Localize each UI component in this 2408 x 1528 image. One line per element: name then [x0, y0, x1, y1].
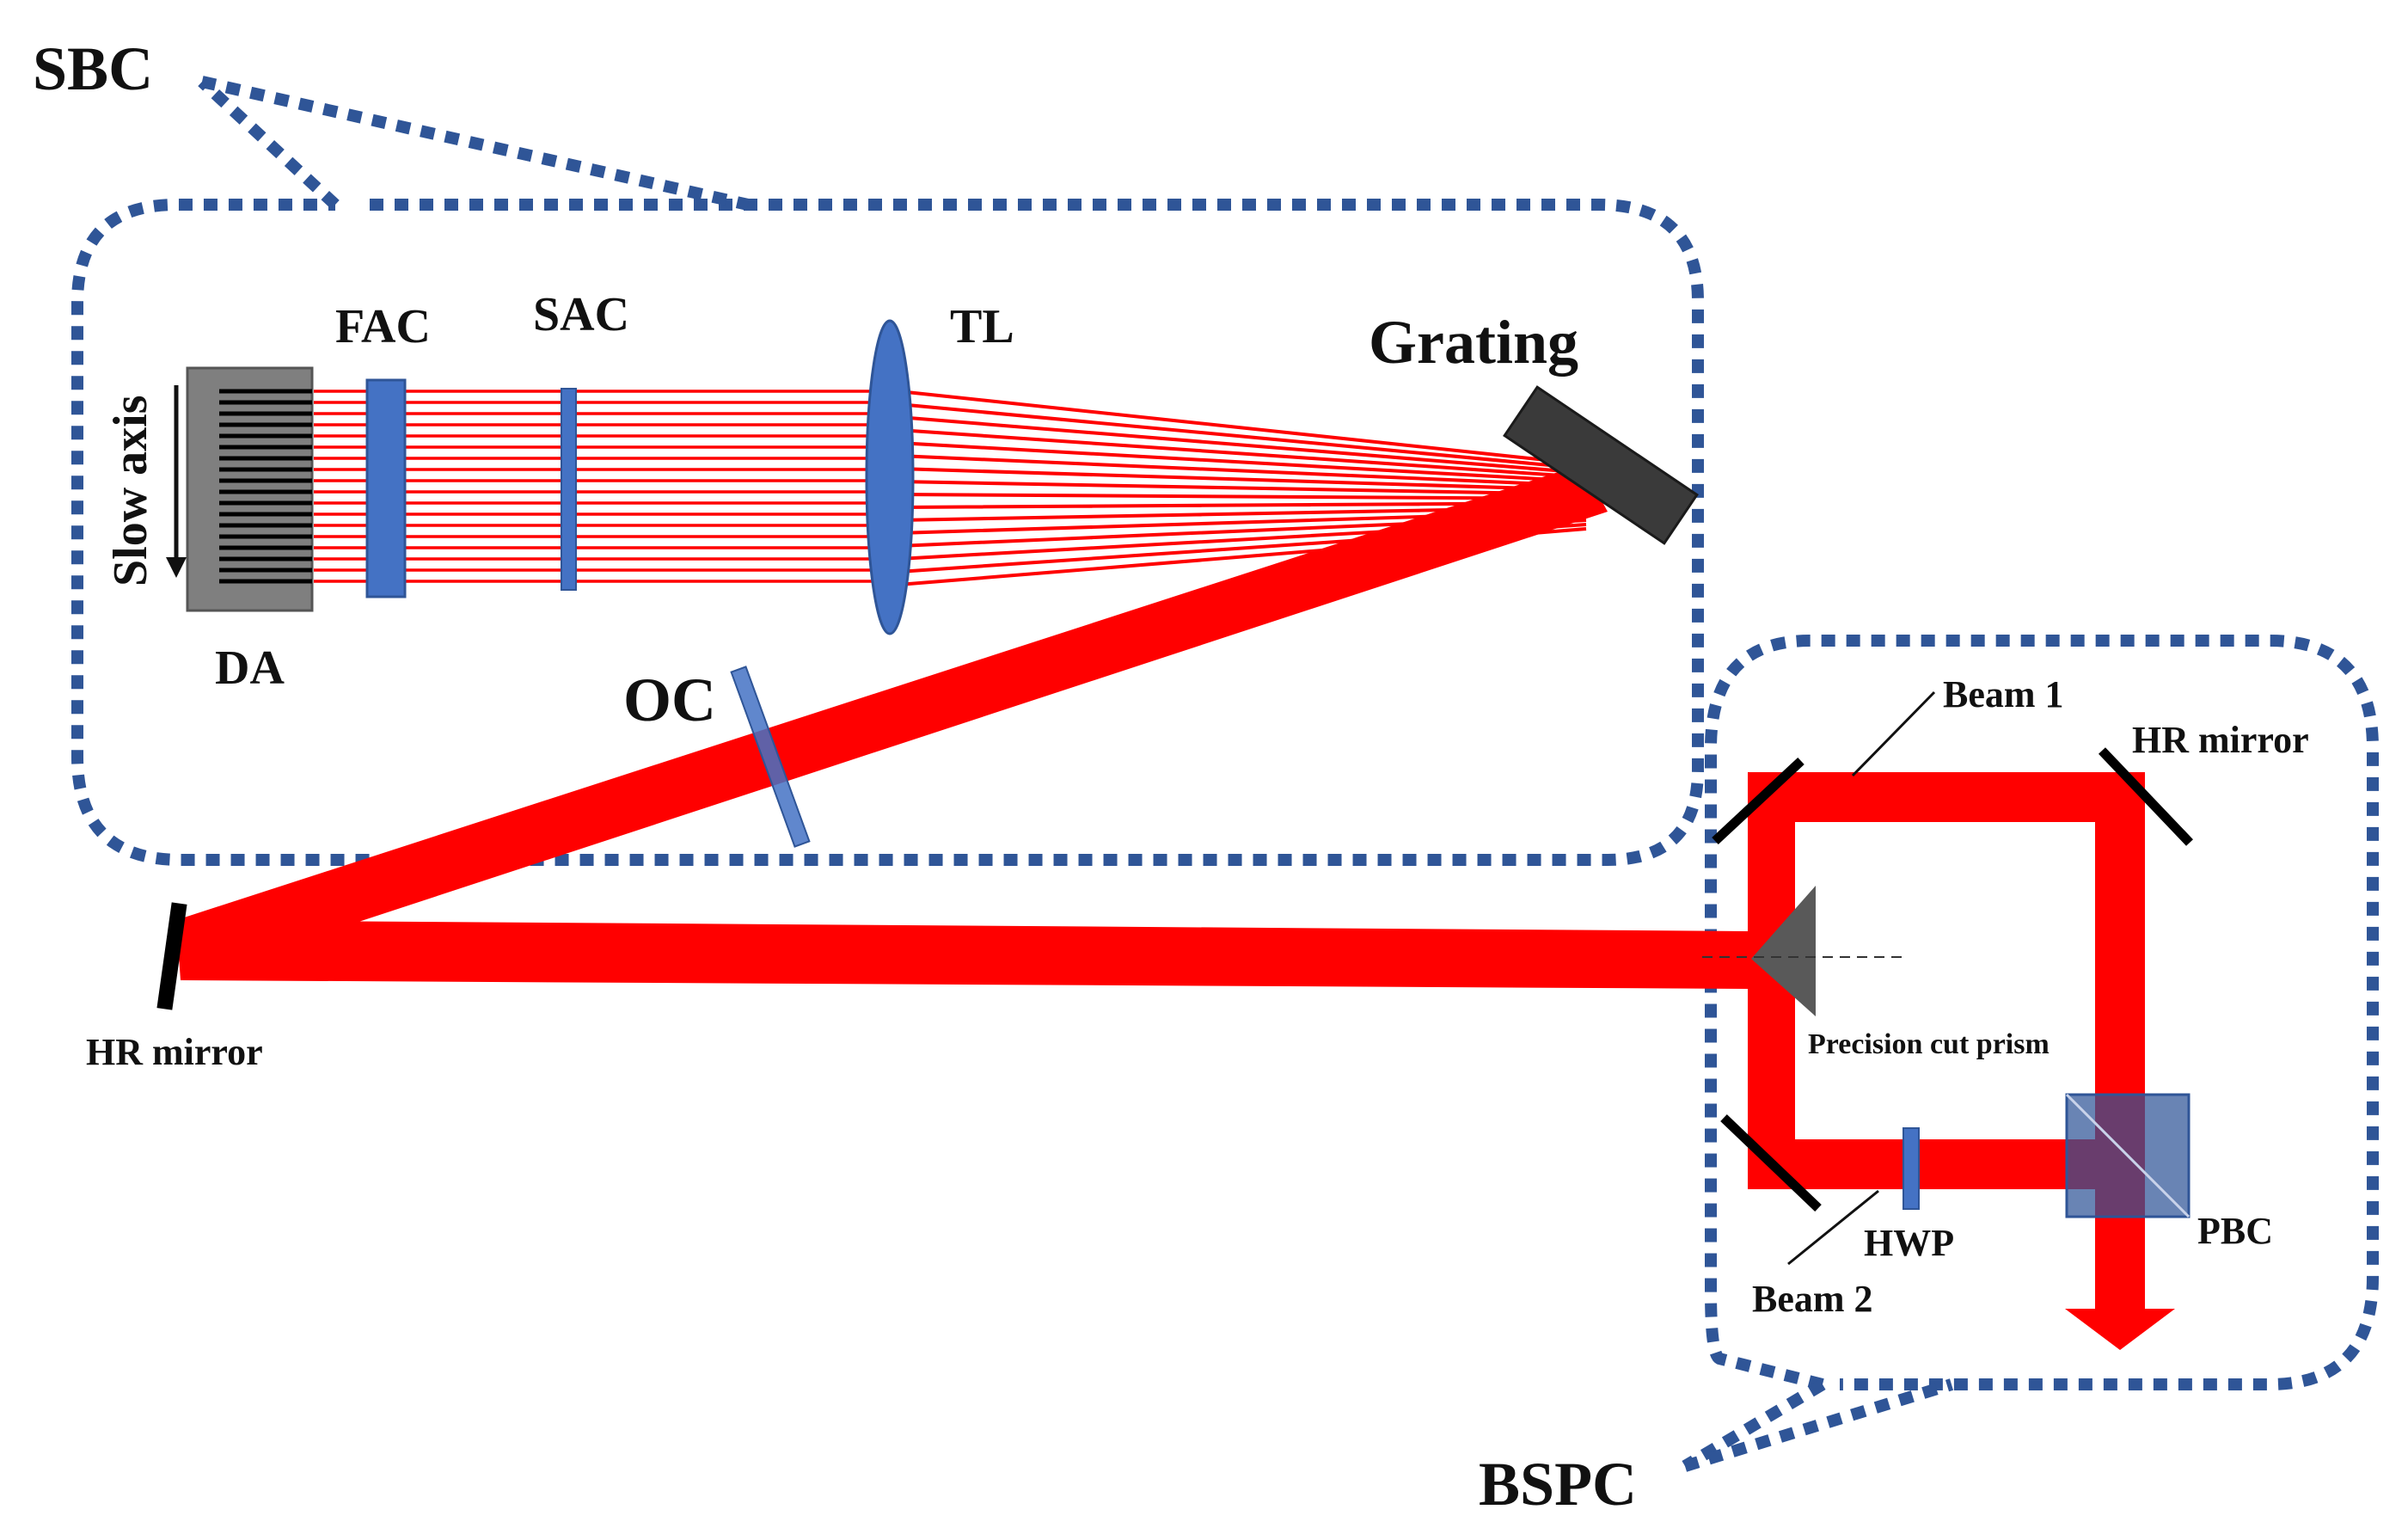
sac-label: SAC — [533, 288, 629, 341]
beam1-top — [1788, 772, 2142, 822]
hr-mirror-beam2-left — [1720, 1114, 1822, 1212]
bspc-region-outline — [1682, 635, 2379, 1472]
prism-label: Precision cut prism — [1808, 1028, 2050, 1060]
tl-lens — [865, 319, 915, 635]
beam-mirror-to-prism — [181, 920, 1754, 989]
tl-label: TL — [950, 300, 1014, 353]
sac-lens — [561, 388, 577, 591]
bspc-label: BSPC — [1479, 1450, 1637, 1519]
beam-grating-to-mirror — [176, 464, 1608, 980]
grating-label: Grating — [1369, 308, 1578, 377]
grating — [1503, 385, 1699, 545]
hr-mirror-right-label: HR mirror — [2132, 719, 2309, 761]
slow-axis-label: Slow axis — [104, 396, 157, 587]
beamlets — [314, 390, 898, 583]
beam2-bottom — [1748, 1139, 2102, 1189]
beam2-leader — [1787, 1189, 1879, 1266]
fac-label: FAC — [335, 300, 431, 353]
hr-mirror-left-label: HR mirror — [86, 1031, 263, 1073]
fac-lens — [365, 378, 407, 598]
hr-mirror-left — [156, 902, 187, 1010]
sbc-region-outline — [71, 76, 1704, 866]
sbc-label: SBC — [33, 34, 153, 103]
hr-mirror-beam1-left — [1712, 757, 1804, 845]
pbc-label: PBC — [2197, 1210, 2273, 1252]
beam2-label: Beam 2 — [1752, 1278, 1873, 1320]
hwp-plate — [1903, 1127, 1920, 1210]
oc-label: OC — [623, 666, 716, 734]
diode-array — [186, 366, 314, 612]
da-label: DA — [215, 641, 285, 695]
pbc-cube — [2065, 1093, 2190, 1218]
beam1-right — [2095, 772, 2145, 1305]
hwp-label: HWP — [1864, 1222, 1954, 1264]
slow-axis-arrow — [166, 385, 187, 578]
oc-coupler — [730, 666, 811, 848]
beam1-leader — [1851, 690, 1936, 777]
beam-paths — [176, 464, 1754, 989]
precision-cut-prism — [1751, 886, 1816, 1016]
beam1-label: Beam 1 — [1943, 673, 2064, 715]
beam-fan — [898, 390, 1587, 586]
bspc-beams — [1748, 772, 2175, 1350]
output-arrow — [2065, 1305, 2175, 1350]
hr-mirror-top-right — [2099, 747, 2193, 846]
